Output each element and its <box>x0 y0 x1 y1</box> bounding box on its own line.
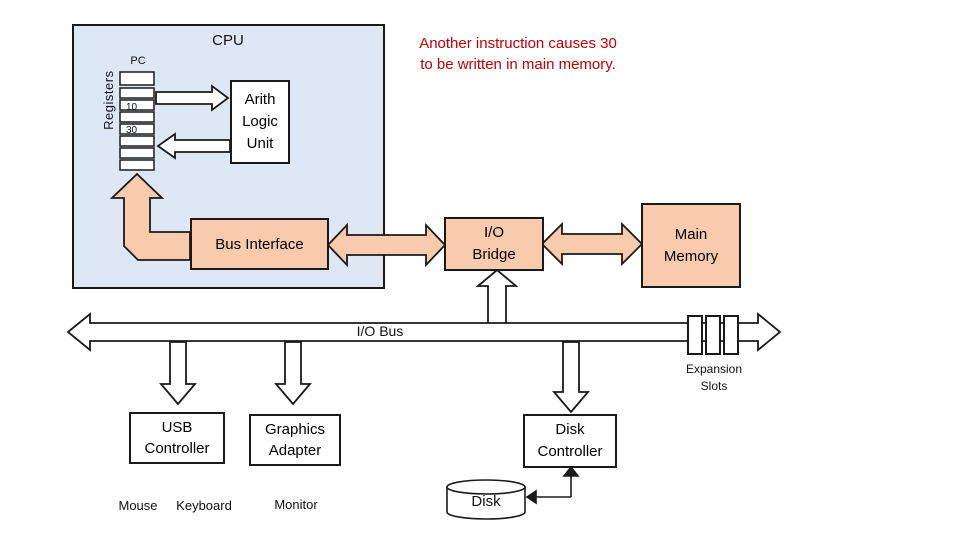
io-bus <box>66 312 782 352</box>
disk-controller-label: Disk Controller <box>537 421 603 460</box>
bus-interface-label: Bus Interface <box>215 235 304 253</box>
keyboard-label: Keyboard <box>176 498 232 513</box>
disk-connector <box>525 465 580 505</box>
bus-interface-bridge-link <box>326 222 447 268</box>
arrow-to-usb <box>159 341 197 406</box>
register-bus-link <box>109 172 191 261</box>
bridge-memory-link <box>540 221 644 267</box>
arrow-to-graphics <box>274 341 312 406</box>
bus-device-arrows <box>159 341 590 414</box>
io-bridge-box: I/O Bridge <box>444 217 544 271</box>
expansion-slots-label: Expansion Slots <box>685 362 743 393</box>
io-bus-label: I/O Bus <box>356 323 404 339</box>
main-memory-box: Main Memory <box>641 203 741 288</box>
alu-label: Arith Logic Unit <box>242 91 278 152</box>
disk-label: Disk <box>471 493 501 510</box>
expansion-slots <box>687 315 739 355</box>
disk-controller-box: Disk Controller <box>523 414 617 468</box>
usb-controller-label: USB Controller <box>144 419 210 457</box>
bus-interface-box: Bus Interface <box>190 218 329 270</box>
register-value-1: 10 <box>126 102 138 113</box>
alu-box: Arith Logic Unit <box>230 80 290 164</box>
registers-label: Registers <box>100 70 116 130</box>
register-alu-arrows <box>155 84 231 160</box>
bridge-bus-link <box>475 268 519 325</box>
arrow-from-alu <box>156 132 231 160</box>
graphics-adapter-label: Graphics Adapter <box>264 421 326 459</box>
register-value-2: 30 <box>126 125 138 136</box>
io-bridge-label: I/O Bridge <box>472 224 516 263</box>
pc-label: PC <box>130 55 146 67</box>
arrow-to-alu <box>155 84 230 112</box>
graphics-adapter-box: Graphics Adapter <box>249 414 341 466</box>
cpu-title: CPU <box>212 32 244 49</box>
disk-cylinder <box>446 479 526 520</box>
mouse-label: Mouse <box>118 498 158 513</box>
monitor-label: Monitor <box>274 497 318 512</box>
annotation-text: Another instruction causes 30 to be writ… <box>419 35 617 73</box>
register-file <box>119 71 155 171</box>
main-memory-label: Main Memory <box>663 225 719 265</box>
usb-controller-box: USB Controller <box>129 412 225 464</box>
arrow-to-disk-controller <box>552 341 590 414</box>
